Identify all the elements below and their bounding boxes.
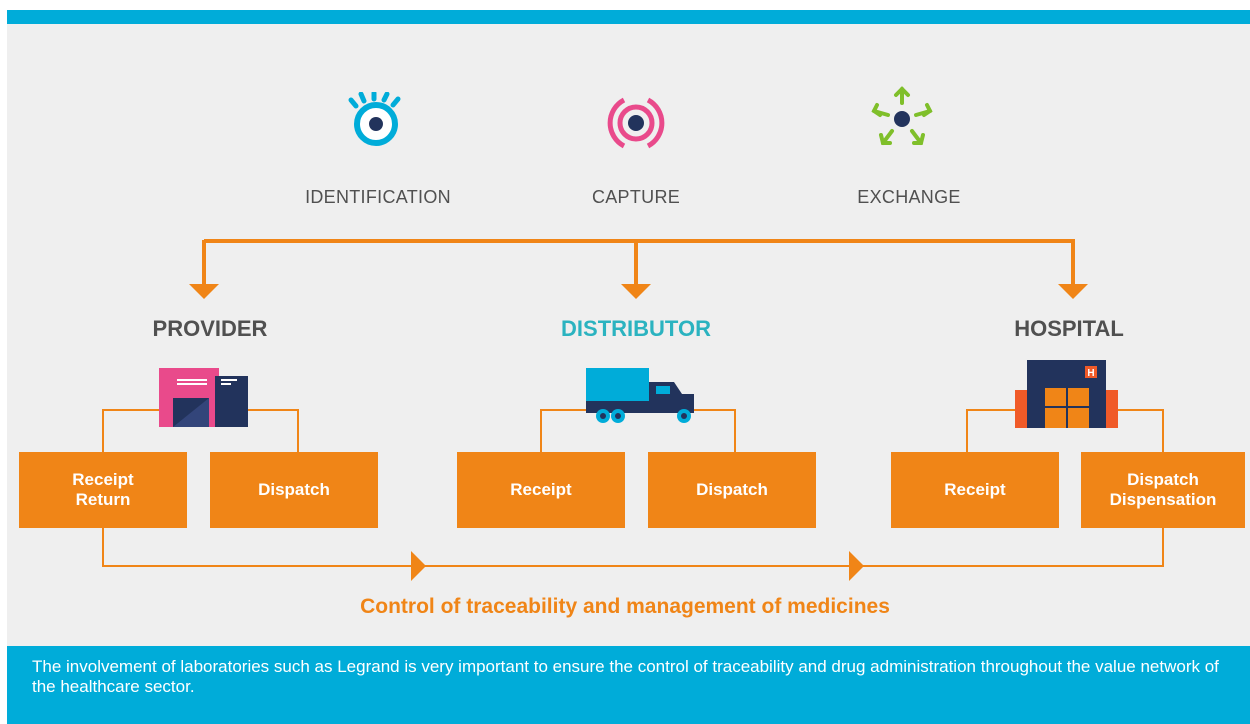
diagram-panel: [7, 24, 1250, 646]
provider-dispatch-box: Dispatch: [210, 452, 378, 528]
distributor-title: DISTRIBUTOR: [561, 316, 711, 341]
hospital-icon: H: [1015, 360, 1118, 428]
provider-title: PROVIDER: [152, 316, 268, 341]
footer-banner: The involvement of laboratories such as …: [7, 646, 1250, 724]
label-capture: CAPTURE: [591, 187, 681, 207]
hospital-receipt-box: Receipt: [891, 452, 1059, 528]
factory-icon: [159, 368, 248, 427]
flow-arrow-2: [849, 551, 864, 581]
svg-text:H: H: [1087, 368, 1094, 379]
flow-arrow-1: [411, 551, 426, 581]
hospital-title: HOSPITAL: [1014, 316, 1124, 341]
arrow-hospital: [1058, 284, 1088, 299]
arrow-provider: [189, 284, 219, 299]
top-accent-bar: [7, 10, 1250, 24]
eye-icon: [348, 92, 401, 146]
label-identification: IDENTIFICATION: [305, 187, 451, 207]
hospital-dispatch-dispensation-box: Dispatch Dispensation: [1081, 452, 1245, 528]
summary-caption: Control of traceability and management o…: [360, 595, 890, 618]
distributor-receipt-box: Receipt: [457, 452, 625, 528]
distributor-dispatch-box: Dispatch: [648, 452, 816, 528]
signal-icon: [607, 97, 665, 149]
footer-text: The involvement of laboratories such as …: [32, 657, 1219, 696]
provider-receipt-return-box: Receipt Return: [19, 452, 187, 528]
label-exchange: EXCHANGE: [857, 187, 961, 207]
arrow-distributor: [621, 284, 651, 299]
exchange-icon: [871, 86, 933, 145]
truck-icon: [586, 368, 694, 423]
